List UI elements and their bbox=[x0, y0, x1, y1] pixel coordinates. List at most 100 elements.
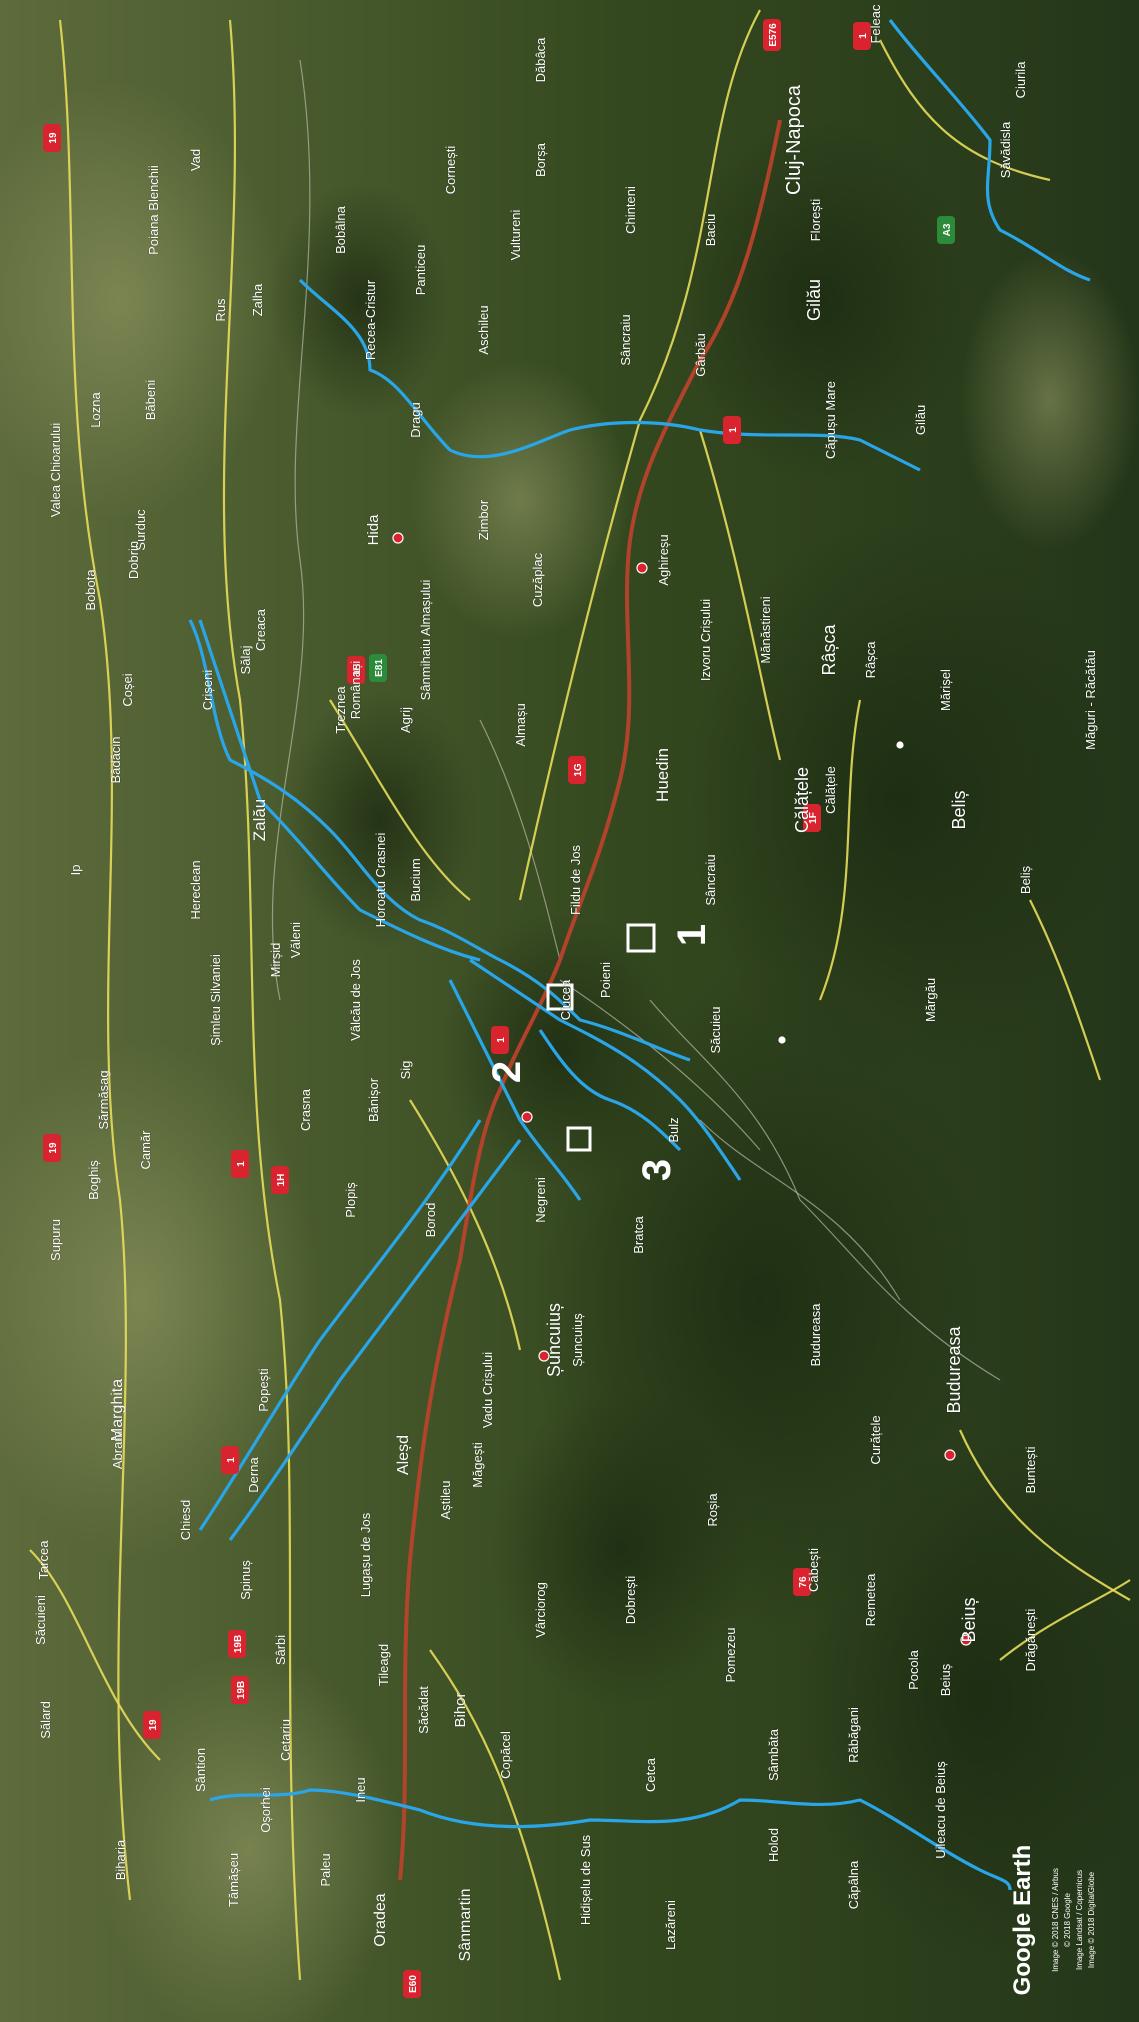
road-shield: 19 bbox=[43, 124, 61, 152]
svg-text:E60: E60 bbox=[408, 1975, 419, 1993]
place-label: Beliș bbox=[1018, 865, 1033, 894]
place-label: Roșia bbox=[705, 1493, 720, 1527]
place-label: Mărgău bbox=[923, 978, 938, 1022]
place-label: Budureasa bbox=[808, 1303, 823, 1367]
google-earth-logo: Google Earth bbox=[1009, 1845, 1036, 1996]
route-marker-1: 1 bbox=[670, 924, 714, 946]
road-shield: 1 bbox=[491, 1026, 509, 1054]
place-label: Poiana Blenchii bbox=[146, 165, 161, 255]
place-label: Horoatu Crasnei bbox=[373, 833, 388, 928]
attribution-line: Image Landsat / Copernicus bbox=[1075, 1870, 1084, 1970]
place-label: Borșa bbox=[533, 142, 548, 177]
place-label: Pocola bbox=[906, 1649, 921, 1690]
place-marker bbox=[778, 1036, 786, 1044]
place-label: Spinuș bbox=[238, 1560, 253, 1600]
svg-text:19: 19 bbox=[148, 1719, 159, 1731]
place-label: Derna bbox=[246, 1457, 261, 1493]
place-marker bbox=[944, 1449, 956, 1461]
place-label: Supuru bbox=[48, 1219, 63, 1261]
place-label: Sărmășag bbox=[96, 1070, 111, 1129]
place-label: Copăcel bbox=[498, 1731, 513, 1779]
place-label: Remetea bbox=[863, 1573, 878, 1627]
place-label: Marghita bbox=[109, 1379, 126, 1441]
place-label: Vadu Crișului bbox=[480, 1352, 495, 1428]
place-label: Văleni bbox=[288, 922, 303, 958]
place-label: Ip bbox=[68, 865, 83, 876]
place-label: Sâncraiu bbox=[618, 314, 633, 365]
route-marker-3: 3 bbox=[635, 1159, 679, 1181]
place-label: Cuzăplac bbox=[530, 552, 545, 607]
place-label: Căbești bbox=[806, 1548, 821, 1592]
svg-text:1H: 1H bbox=[352, 664, 363, 677]
attribution: Google Earth Image © 2018 CNES / Airbus … bbox=[1009, 1845, 1096, 1996]
place-marker bbox=[392, 532, 404, 544]
route-marker-squares bbox=[546, 923, 656, 1152]
place-label: Râșca bbox=[863, 641, 878, 679]
place-label: Almașu bbox=[513, 703, 528, 746]
place-label: Popești bbox=[256, 1368, 271, 1411]
place-label: Poieni bbox=[598, 962, 613, 998]
place-label: Răbăgani bbox=[846, 1707, 861, 1763]
road-shield: 1F bbox=[803, 804, 821, 832]
place-label: Coșei bbox=[120, 673, 135, 706]
road-shield: 19B bbox=[231, 1676, 249, 1704]
place-label: Dragu bbox=[408, 402, 423, 437]
place-label: Zalău bbox=[250, 799, 269, 842]
road-shield: E81 bbox=[369, 654, 387, 682]
place-label: Buntești bbox=[1023, 1446, 1038, 1493]
svg-text:A3: A3 bbox=[942, 223, 953, 236]
attribution-line: © 2018 Google bbox=[1063, 1892, 1072, 1946]
place-label: Dăbâca bbox=[533, 37, 548, 83]
place-label: Ciucea bbox=[558, 979, 573, 1020]
place-label: Sâncraiu bbox=[703, 854, 718, 905]
road-shield: 1H bbox=[271, 1166, 289, 1194]
place-label: Românași bbox=[348, 661, 363, 720]
svg-text:76: 76 bbox=[798, 1576, 809, 1588]
place-marker bbox=[636, 562, 648, 574]
place-label: Paleu bbox=[318, 1853, 333, 1886]
place-label: Chinteni bbox=[623, 186, 638, 234]
place-label: Bădăcin bbox=[108, 737, 123, 784]
place-label: Gilău bbox=[804, 279, 824, 321]
place-label: Gilău bbox=[913, 405, 928, 435]
svg-text:1: 1 bbox=[858, 33, 869, 39]
place-label: Mărișel bbox=[938, 669, 953, 711]
place-label: Mirșid bbox=[268, 943, 283, 978]
place-label: Holod bbox=[766, 1828, 781, 1862]
place-label: Agrij bbox=[398, 707, 413, 733]
road-shield: 1G bbox=[568, 756, 586, 784]
place-label: Bobota bbox=[83, 569, 98, 611]
place-label: Boghiș bbox=[86, 1160, 101, 1200]
svg-text:1H: 1H bbox=[276, 1174, 287, 1187]
place-label: Șuncuiuș bbox=[570, 1313, 585, 1367]
place-label: Treznea bbox=[333, 686, 348, 734]
place-label: Aschileu bbox=[476, 305, 491, 354]
place-label: Săcuieni bbox=[33, 1595, 48, 1645]
road-shield: 1 bbox=[221, 1446, 239, 1474]
place-label: Negreni bbox=[533, 1177, 548, 1223]
place-label: Căpâlna bbox=[846, 1860, 861, 1909]
place-label: Sânmartin bbox=[457, 1889, 474, 1962]
place-label: Tămășeu bbox=[226, 1853, 241, 1907]
place-label: Sălaj bbox=[238, 645, 253, 674]
route-marker-2: 2 bbox=[485, 1061, 529, 1083]
svg-text:1: 1 bbox=[728, 427, 739, 433]
place-label: Lozna bbox=[88, 392, 103, 428]
place-label: Bratca bbox=[631, 1215, 646, 1253]
rivers bbox=[188, 19, 1091, 1891]
place-label: Căpușu Mare bbox=[823, 381, 838, 459]
place-label: Șuncuiuș bbox=[544, 1303, 564, 1377]
place-labels: Cluj-Napoca Florești Gilău Gilău Săvădis… bbox=[33, 4, 1099, 1962]
place-label: Cetariu bbox=[278, 1719, 293, 1761]
svg-text:1F: 1F bbox=[808, 812, 819, 824]
place-label: Zalha bbox=[250, 283, 265, 316]
road-shield: 1H bbox=[347, 656, 365, 684]
place-label: Beliș bbox=[949, 790, 969, 829]
place-label: Dobrin bbox=[126, 541, 141, 579]
place-label: Hida bbox=[365, 514, 382, 546]
svg-text:19: 19 bbox=[48, 132, 59, 144]
road-shield: 76 bbox=[793, 1568, 811, 1596]
place-label: Călățele bbox=[792, 767, 812, 833]
place-label: Beiuș bbox=[938, 1663, 953, 1696]
